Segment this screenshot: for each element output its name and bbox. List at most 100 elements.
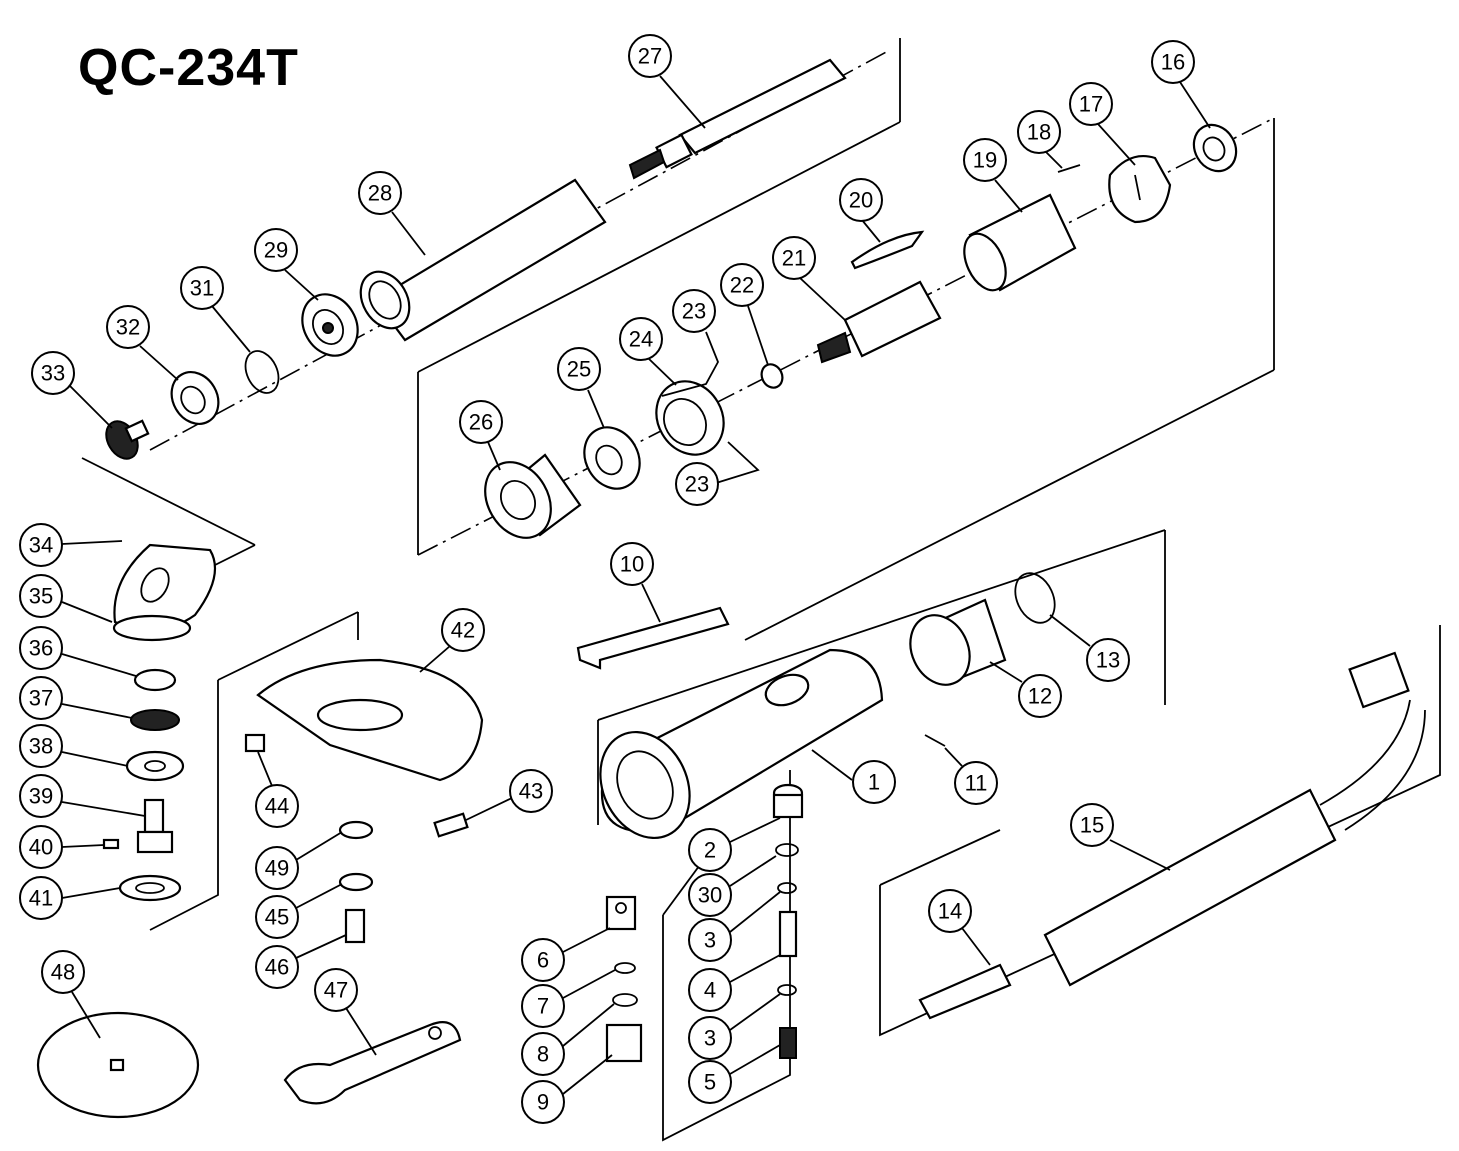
callout-46: 46 [255, 934, 347, 989]
callout-label: 30 [698, 883, 722, 908]
callout-label: 46 [265, 955, 289, 980]
callout-label: 36 [29, 636, 53, 661]
callout-label: 3 [704, 928, 716, 953]
callout-label: 4 [704, 978, 716, 1003]
callout-label: 13 [1096, 648, 1120, 673]
part-10-throttle-lever [576, 606, 730, 670]
callout-18: 18 [1017, 110, 1063, 169]
part-22-washer [760, 363, 784, 389]
part-24-front-plate [655, 380, 725, 456]
part-33-bevel-gear [105, 419, 150, 460]
callout-12: 12 [989, 661, 1062, 718]
part-15-hose [1043, 651, 1426, 987]
callout-label: 39 [29, 784, 53, 809]
callout-label: 21 [782, 246, 806, 271]
callout-1: 1 [811, 749, 896, 804]
callout-37: 37 [19, 676, 133, 720]
callout-42: 42 [419, 608, 485, 673]
callout-label: 28 [368, 181, 392, 206]
part-21-rotor [816, 280, 942, 364]
callout-label: 24 [629, 327, 653, 352]
callout-27: 27 [628, 34, 706, 129]
part-38-bearing [125, 750, 185, 782]
callout-48: 48 [41, 950, 101, 1039]
callout-label: 8 [537, 1042, 549, 1067]
callout-label: 25 [567, 357, 591, 382]
part-47-wrench [283, 1021, 462, 1105]
callout-41: 41 [19, 876, 121, 920]
callout-24: 24 [619, 317, 677, 386]
callout-label: 10 [620, 552, 644, 577]
callout-17: 17 [1069, 82, 1136, 166]
callout-11: 11 [944, 747, 998, 805]
callout-10: 10 [610, 542, 661, 623]
callout-label: 18 [1027, 120, 1051, 145]
callout-label: 45 [265, 905, 289, 930]
part-19-cylinder [963, 193, 1077, 292]
callout-23a: 23 [661, 289, 719, 397]
callout-16: 16 [1151, 40, 1211, 129]
callout-label: 34 [29, 533, 53, 558]
part-26-threaded-ring [484, 453, 582, 539]
callout-15: 15 [1070, 803, 1171, 871]
callout-5: 5 [688, 1044, 781, 1104]
callout-label: 43 [519, 779, 543, 804]
part-7-o-ring [614, 962, 636, 974]
part-31-retaining-ring [244, 350, 280, 394]
callout-label: 48 [51, 960, 75, 985]
part-11-pin [924, 734, 946, 747]
part-27-rotor-shaft [628, 58, 847, 180]
callout-label: 3 [704, 1026, 716, 1051]
callout-6: 6 [521, 927, 611, 982]
part-3b-o-ring [777, 984, 797, 996]
callout-label: 23 [685, 472, 709, 497]
part-28-spindle-tube [359, 178, 607, 342]
callout-label: 2 [704, 838, 716, 863]
part-20-rotor-blade [850, 230, 925, 270]
callout-8: 8 [521, 1003, 615, 1076]
part-32-bearing [170, 371, 220, 425]
callout-32: 32 [106, 305, 179, 381]
callout-label: 26 [469, 410, 493, 435]
part-30-o-ring [775, 843, 799, 857]
callout-label: 31 [190, 276, 214, 301]
callout-label: 23 [682, 299, 706, 324]
callout-3b: 3 [688, 993, 781, 1060]
callout-label: 33 [41, 361, 65, 386]
part-46-bolt [344, 908, 366, 944]
callout-label: 37 [29, 686, 53, 711]
callout-49: 49 [255, 831, 343, 890]
part-4-valve-stem [778, 910, 798, 958]
part-9-bushing [605, 1023, 643, 1063]
callout-45: 45 [255, 883, 343, 939]
callout-14: 14 [928, 889, 991, 966]
callout-label: 44 [265, 794, 289, 819]
part-25-bearing [583, 426, 641, 490]
callout-20: 20 [839, 178, 883, 243]
part-17-end-plate [1108, 154, 1172, 224]
callout-label: 41 [29, 886, 53, 911]
callout-39: 39 [19, 774, 146, 818]
part-16-bearing [1192, 123, 1238, 173]
callout-label: 20 [849, 188, 873, 213]
callout-label: 38 [29, 734, 53, 759]
part-45-washer [338, 872, 374, 892]
callout-label: 14 [938, 899, 962, 924]
part-40-key [102, 830, 174, 854]
callout-34: 34 [19, 523, 123, 567]
callout-29: 29 [254, 228, 319, 301]
callout-label: 35 [29, 584, 53, 609]
part-2-valve-bushing [772, 783, 804, 819]
callout-label: 1 [868, 770, 880, 795]
part-36-bearing [133, 668, 177, 692]
part-37-bevel-gear [130, 709, 180, 731]
callout-label: 40 [29, 835, 53, 860]
callout-30: 30 [688, 855, 777, 917]
callout-label: 32 [116, 315, 140, 340]
part-49-washer [338, 820, 374, 840]
callout-26: 26 [459, 400, 503, 471]
part-3-o-ring [777, 882, 797, 894]
callout-4: 4 [688, 954, 781, 1012]
callout-19: 19 [963, 138, 1023, 213]
